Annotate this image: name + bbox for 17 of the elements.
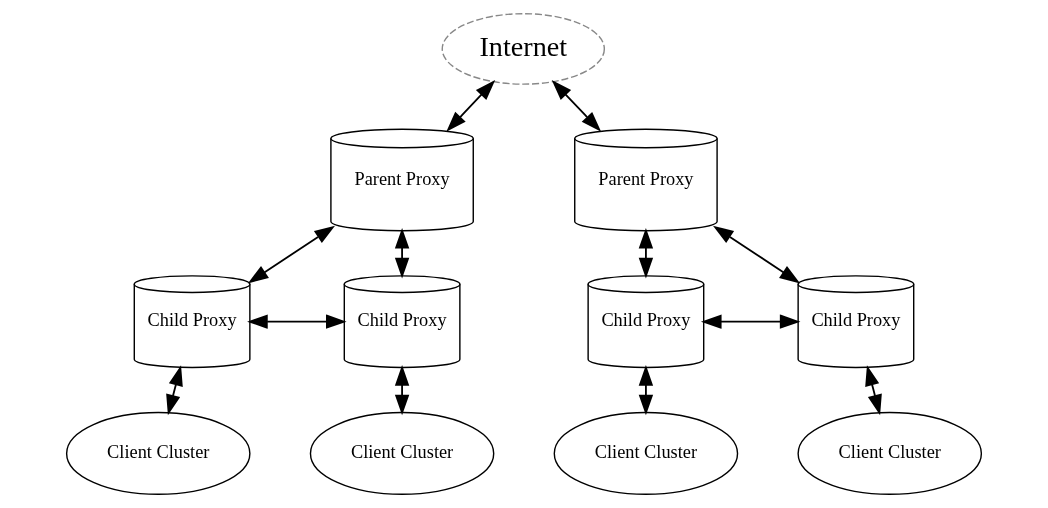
node-ellipse: Internet [441, 13, 606, 85]
arrow [247, 314, 347, 329]
arrow [166, 365, 183, 416]
arrow [446, 80, 496, 132]
node-ellipse: Client Cluster [309, 411, 495, 495]
arrow [394, 365, 410, 416]
arrow [394, 227, 410, 279]
node-ellipse: Client Cluster [553, 411, 739, 495]
arrow [712, 225, 801, 284]
arrow [638, 365, 654, 416]
arrow [638, 227, 654, 279]
node-ellipse: Client Cluster [797, 411, 983, 495]
arrow [701, 314, 801, 329]
arrow [247, 225, 336, 284]
arrow [551, 80, 602, 132]
node-ellipse: Client Cluster [65, 411, 251, 495]
arrow [865, 365, 882, 416]
